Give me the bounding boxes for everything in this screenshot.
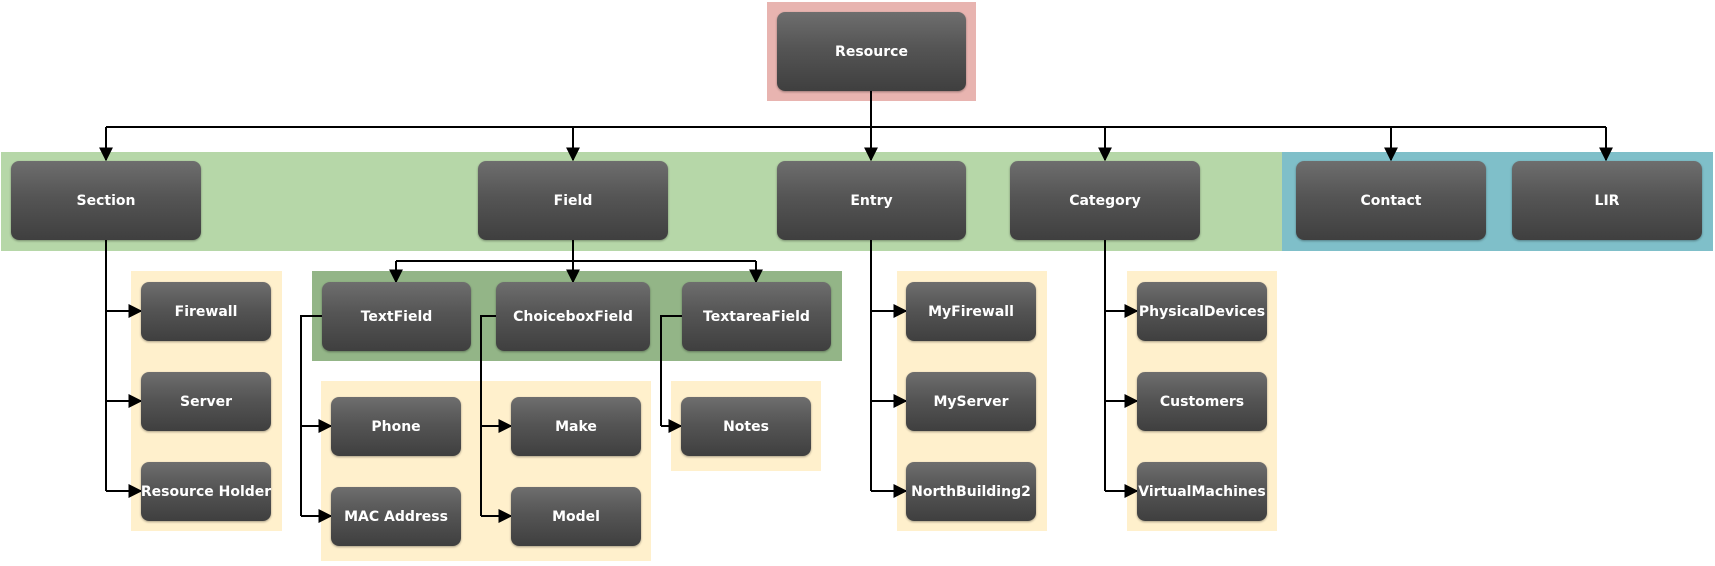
node-customers[interactable]: Customers [1137, 372, 1267, 431]
node-make[interactable]: Make [511, 397, 641, 456]
node-physicaldevices[interactable]: PhysicalDevices [1137, 282, 1267, 341]
node-field[interactable]: Field [478, 161, 668, 240]
node-resource-holder[interactable]: Resource Holder [141, 462, 271, 521]
node-model[interactable]: Model [511, 487, 641, 546]
node-northbuilding2[interactable]: NorthBuilding2 [906, 462, 1036, 521]
node-server[interactable]: Server [141, 372, 271, 431]
node-textareafield[interactable]: TextareaField [682, 282, 831, 351]
connector-textfield-stem [300, 315, 322, 516]
node-contact[interactable]: Contact [1296, 161, 1486, 240]
node-textfield[interactable]: TextField [322, 282, 471, 351]
connector-choicebox-stem [480, 315, 496, 516]
connector-textarea-stem [660, 315, 682, 426]
node-choiceboxfield[interactable]: ChoiceboxField [496, 282, 650, 351]
node-category[interactable]: Category [1010, 161, 1200, 240]
node-firewall[interactable]: Firewall [141, 282, 271, 341]
node-virtualmachines[interactable]: VirtualMachines [1137, 462, 1267, 521]
node-myfirewall[interactable]: MyFirewall [906, 282, 1036, 341]
node-mac-address[interactable]: MAC Address [331, 487, 461, 546]
node-phone[interactable]: Phone [331, 397, 461, 456]
node-lir[interactable]: LIR [1512, 161, 1702, 240]
node-notes[interactable]: Notes [681, 397, 811, 456]
node-myserver[interactable]: MyServer [906, 372, 1036, 431]
node-section[interactable]: Section [11, 161, 201, 240]
node-entry[interactable]: Entry [777, 161, 966, 240]
node-resource[interactable]: Resource [777, 12, 966, 91]
